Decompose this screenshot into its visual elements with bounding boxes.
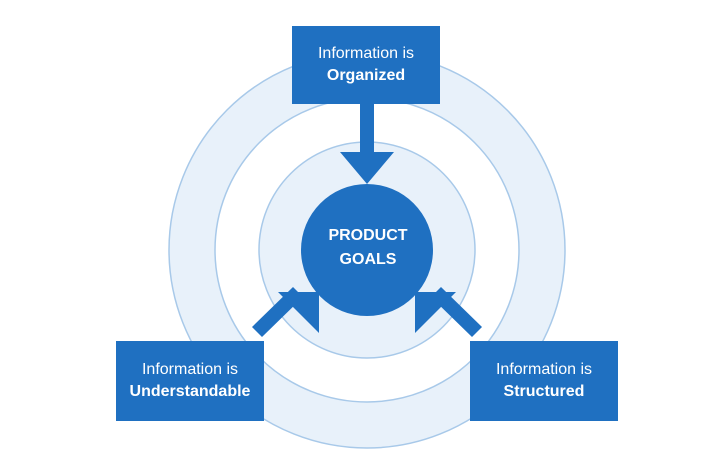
box-understandable-line2: Understandable: [129, 383, 251, 400]
box-understandable: Information is Understandable: [116, 341, 264, 421]
box-structured-line1: Information is: [495, 361, 593, 378]
box-organized-line2: Organized: [326, 67, 406, 84]
box-structured: Information is Structured: [470, 341, 618, 421]
center-label: PRODUCT GOALS: [298, 224, 438, 272]
box-understandable-line1: Information is: [141, 361, 239, 378]
arrow-top: [340, 100, 394, 184]
arrow-right: [415, 287, 482, 337]
box-organized-line1: Information is: [317, 45, 415, 62]
center-label-line1: PRODUCT: [328, 227, 408, 244]
center-circle: [301, 184, 433, 316]
center-label-line2: GOALS: [339, 251, 397, 268]
box-structured-line2: Structured: [503, 383, 585, 400]
box-organized: Information is Organized: [292, 26, 440, 104]
arrow-left: [252, 287, 319, 337]
